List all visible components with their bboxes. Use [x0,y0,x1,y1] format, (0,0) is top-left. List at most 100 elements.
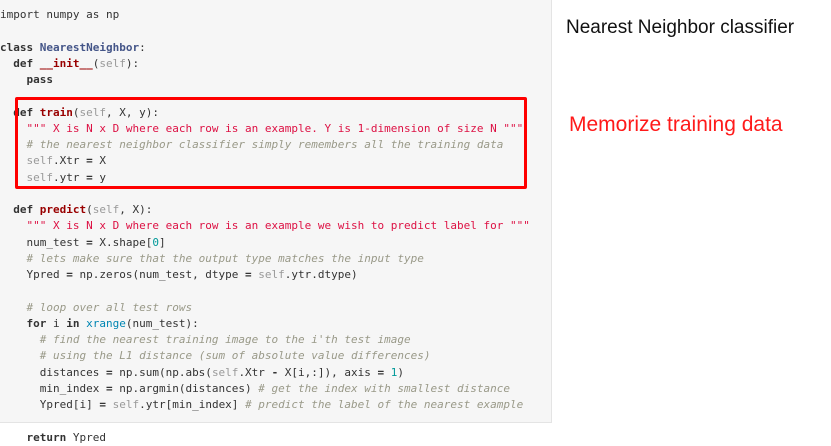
code-token: # lets make sure that the output type ma… [26,251,424,265]
code-token: = [99,398,106,411]
code-token: Ypred [0,268,67,281]
code-token: np.argmin(distances) [112,381,259,395]
code-token: - [271,365,279,379]
code-token: num_test [0,235,87,249]
code-token: self [79,105,107,119]
code-token [0,349,40,362]
code-token: distances [0,365,106,379]
code-line: distances = np.sum(np.abs(self.Xtr - X[i… [0,365,530,381]
code-token: 1 [390,365,398,379]
code-token: self [99,56,126,70]
code-line: self.ytr = y [0,170,530,186]
code-token [106,398,113,411]
code-token: train [39,105,73,119]
code-token: class [0,40,40,54]
code-token: # find the nearest training image to the… [39,333,411,346]
code-token: self [92,203,120,216]
code-token [0,106,13,119]
code-line: # lets make sure that the output type ma… [0,251,530,267]
code-token: y [92,170,106,184]
code-token: predict [39,203,87,216]
code-token: self [26,170,54,184]
code-token: # using the L1 distance (sum of absolute… [39,349,431,363]
code-token [0,252,27,265]
code-line: Ypred[i] = self.ytr[min_index] # predict… [0,397,530,413]
code-token: Ypred[i] [0,398,100,411]
code-token: Ypred [66,430,106,444]
code-token: .ytr.dtype) [284,268,358,281]
code-line: class NearestNeighbor: [0,40,530,56]
train-method-highlight-box [15,97,527,189]
code-line: pass [0,72,530,88]
code-token: def [13,105,40,119]
code-token: NearestNeighbor [39,40,140,54]
code-token: """ X is N x D where each row is an exam… [26,121,524,135]
code-line: num_test = X.shape[0] [0,235,530,251]
code-token: """ X is N x D where each row is an exam… [26,219,530,233]
code-line [0,23,530,39]
code-token [0,333,40,346]
code-token: = [245,268,252,281]
code-line [0,413,530,429]
code-token: 0 [152,235,159,249]
code-token: # get the index with smallest distance [258,381,510,395]
code-token: : [139,40,146,54]
code-line: return Ypred [0,430,530,446]
code-line: # find the nearest training image to the… [0,332,530,348]
code-token: pass [26,73,54,86]
code-token: min_index [0,381,106,395]
code-line: import numpy as np [0,7,530,23]
code-line: def __init__(self): [0,56,530,72]
code-token [0,219,27,232]
code-token [0,73,27,86]
code-line: # loop over all test rows [0,300,530,316]
code-token: in [66,316,80,330]
code-token: X.shape[ [92,235,153,249]
code-line: self.Xtr = X [0,153,530,169]
code-token: xrange [86,316,126,330]
code-token: ( [92,56,100,70]
code-line [0,283,530,299]
code-token: .Xtr [238,365,272,379]
code-token: .ytr [53,170,87,184]
code-token: , X): [119,203,153,216]
code-token: ] [158,235,166,249]
code-token [384,366,391,379]
code-block: import numpy as np class NearestNeighbor:… [0,7,530,446]
code-token: X[i,:]), axis [278,365,378,379]
page-title: Nearest Neighbor classifier [566,17,795,38]
code-token [0,301,27,314]
code-token: self [26,154,54,168]
highlight-annotation: Memorize training data [569,113,783,136]
code-line: min_index = np.argmin(distances) # get t… [0,381,530,397]
code-token: = [86,235,93,249]
code-token: = [66,268,73,281]
code-token: = [86,154,93,168]
code-token [0,203,13,216]
code-token: ( [86,203,93,216]
code-line: for i in xrange(num_test): [0,316,530,332]
code-token: ): [125,56,140,70]
code-token: def [13,203,40,216]
code-token: i [46,316,67,330]
code-panel: import numpy as np class NearestNeighbor:… [0,0,552,444]
code-token [0,431,27,444]
code-token: __init__ [39,56,93,70]
code-line: Ypred = np.zeros(num_test, dtype = self.… [0,267,530,283]
code-line: def predict(self, X): [0,202,530,218]
code-token: np.sum(np.abs( [112,365,212,379]
code-token: .Xtr [53,154,87,168]
code-token: .ytr[min_index] [139,398,246,411]
code-token: X [92,154,106,168]
code-token: self [258,268,285,281]
code-token [0,317,27,330]
code-token: self [112,398,140,411]
code-line: """ X is N x D where each row is an exam… [0,121,530,137]
code-line: # using the L1 distance (sum of absolute… [0,348,530,364]
code-token: , X, y): [106,105,159,119]
code-token: self [211,365,239,379]
code-token: = [377,365,385,379]
code-token: = [105,381,113,395]
code-token: # loop over all test rows [26,300,193,314]
code-token: np.zeros(num_test, dtype [72,268,246,281]
